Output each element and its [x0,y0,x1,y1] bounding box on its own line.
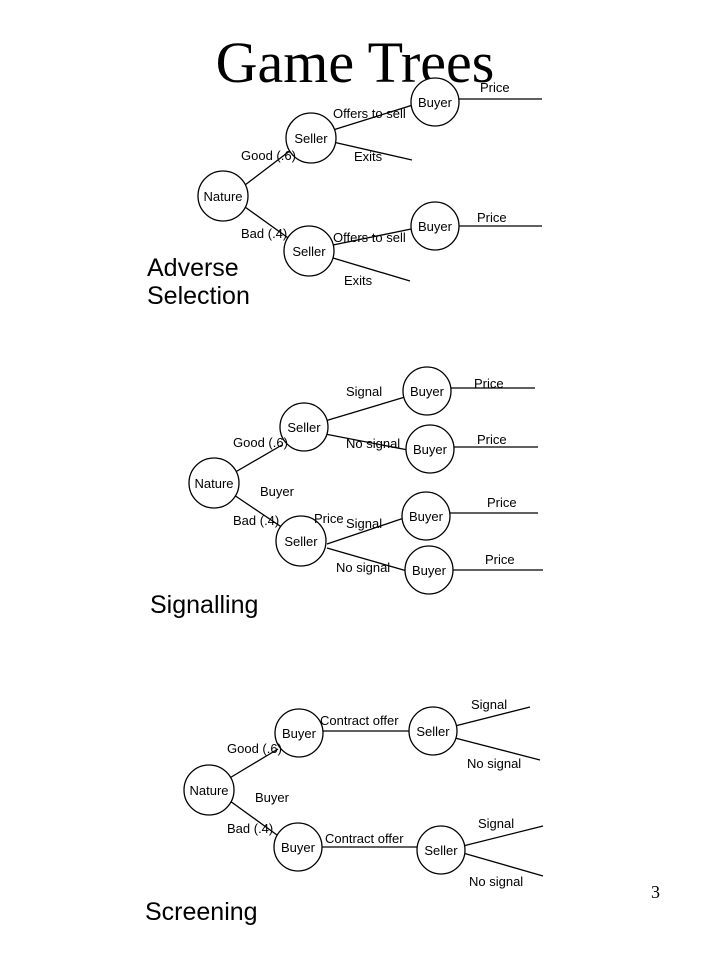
edge-nature-good [231,444,283,475]
edge-exits-top [332,141,413,161]
node-seller-top-label: Seller [287,420,321,435]
edge-label-nosignal-bottom: No signal [336,560,390,575]
node-seller-top [408,706,458,756]
edge-nosignal-top [454,737,541,761]
section-label-screening: Screening [145,898,258,926]
section-label-signalling: Signalling [150,591,258,619]
node-seller-bottom [416,825,466,875]
node-buyer-4 [404,545,454,595]
edge-offers-top [332,103,417,131]
edge-label-signal-bottom: Signal [478,816,514,831]
edge-nature-bad [229,800,278,836]
node-buyer-3 [401,491,451,541]
stray-label-buyer: Buyer [260,484,295,499]
edge-label-good: Good (.6) [241,148,296,163]
stray-label-price: Price [314,511,344,526]
edge-nature-bad [244,206,292,241]
edge-label-contract-bottom: Contract offer [325,831,404,846]
edge-label-good: Good (.6) [227,741,282,756]
node-buyer-2 [405,424,455,474]
edge-label-signal-top: Signal [471,697,507,712]
edge-label-signal-top: Signal [346,384,382,399]
edge-label-nosignal-top: No signal [346,436,400,451]
node-seller-bottom [275,515,327,567]
edge-signal-bottom [326,517,405,545]
node-buyer-bottom [273,822,323,872]
node-buyer-top [274,708,324,758]
page-number: 3 [651,882,660,902]
screening-tree: Nature Buyer Buyer Seller Seller Good (.… [145,697,544,926]
edge-label-offers-bottom: Offers to sell [333,230,406,245]
node-buyer-3-label: Buyer [409,509,444,524]
node-buyer-bottom-label: Buyer [418,219,453,234]
node-seller-bottom-label: Seller [424,843,458,858]
edge-nature-good [244,149,292,186]
edge-label-bad: Bad (.4) [241,226,287,241]
node-buyer-1-label: Buyer [410,384,445,399]
node-nature-label: Nature [194,476,233,491]
edge-signal-bottom [462,825,544,847]
edge-nosignal-bottom [462,852,544,877]
edge-nosignal-bottom [326,547,408,572]
node-buyer-bottom [410,201,460,251]
edge-label-price-3: Price [487,495,517,510]
edge-label-price-2: Price [477,432,507,447]
node-seller-bottom [283,225,335,277]
edge-label-price-top: Price [480,80,510,95]
section-label-adverse-line1: Adverse [147,254,239,282]
node-seller-bottom-label: Seller [292,244,326,259]
edge-offers-bottom [332,227,417,246]
edge-label-nosignal-top: No signal [467,756,521,771]
edge-label-contract-top: Contract offer [320,713,399,728]
node-buyer-4-label: Buyer [412,563,447,578]
edge-nature-bad [233,494,284,529]
edge-label-good: Good (.6) [233,435,288,450]
node-seller-top [285,112,337,164]
edge-label-price-4: Price [485,552,515,567]
node-buyer-bottom-label: Buyer [281,840,316,855]
section-label-adverse-line2: Selection [147,282,250,310]
edge-signal-top [324,396,406,422]
node-buyer-top-label: Buyer [282,726,317,741]
edge-label-offers-top: Offers to sell [333,106,406,121]
stray-label-buyer: Buyer [255,790,290,805]
edge-label-exits-bottom: Exits [344,273,373,288]
node-nature-label: Nature [189,783,228,798]
node-buyer-1 [402,366,452,416]
edge-nosignal-top [324,433,409,451]
edge-signal-top [454,706,531,727]
node-seller-top [279,402,329,452]
signalling-tree: Nature Seller Seller Buyer Buyer Buyer B… [150,366,543,619]
node-buyer-2-label: Buyer [413,442,448,457]
node-buyer-top [410,77,460,127]
edge-label-price-1: Price [474,376,504,391]
node-nature [183,764,235,816]
node-seller-top-label: Seller [294,131,328,146]
node-nature [197,170,249,222]
node-seller-top-label: Seller [416,724,450,739]
edge-label-signal-bottom: Signal [346,516,382,531]
edge-exits-bottom [332,257,411,282]
node-nature [188,457,240,509]
node-seller-bottom-label: Seller [284,534,318,549]
node-nature-label: Nature [203,189,242,204]
edge-label-price-bottom: Price [477,210,507,225]
edge-label-nosignal-bottom: No signal [469,874,523,889]
edge-label-bad: Bad (.4) [227,821,273,836]
adverse-selection-tree: Nature Seller Seller Buyer Buyer Good (.… [147,77,542,310]
node-buyer-top-label: Buyer [418,95,453,110]
edge-label-exits-top: Exits [354,149,383,164]
edge-label-bad: Bad (.4) [233,513,279,528]
edge-nature-good [227,748,279,780]
